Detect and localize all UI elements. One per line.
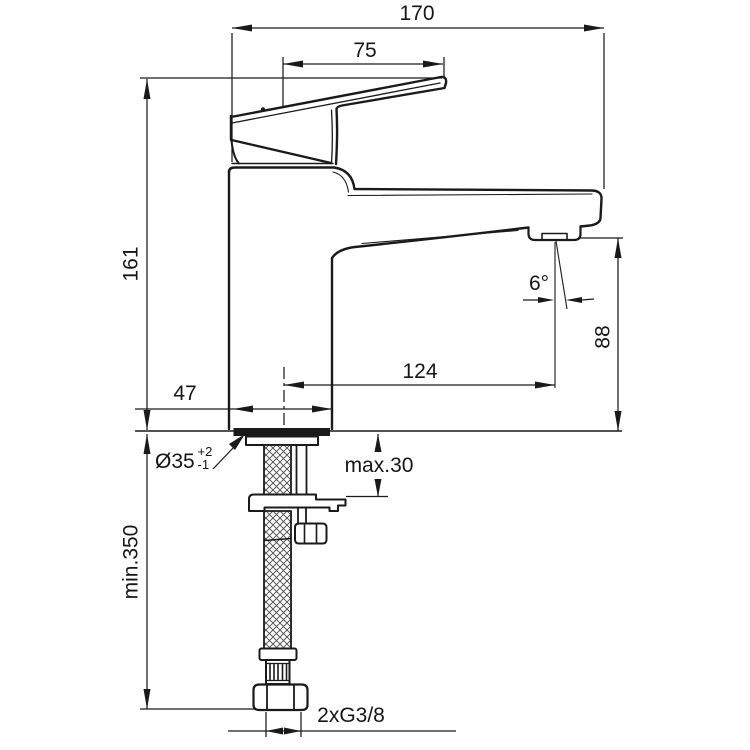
dim-170-label: 170 (399, 2, 434, 25)
braided-hose-upper (263, 444, 292, 496)
spout-aerator-outline (527, 225, 582, 242)
base-gasket (233, 428, 330, 436)
lever-outline (229, 75, 448, 166)
dim-g38-arrow-right (284, 727, 301, 735)
body-rim-lower (227, 166, 336, 174)
dim-75-arrow-right (423, 60, 443, 68)
dim-47-arrow-left (233, 405, 253, 413)
supply-stud-lower (297, 507, 307, 524)
dim-124-label: 124 (402, 360, 437, 383)
dim-75-arrow-left (283, 60, 303, 68)
dim-max30-label: max.30 (345, 454, 414, 477)
clamping-nut (294, 522, 328, 545)
dim-g38-label: 2xG3/8 (317, 704, 385, 727)
dim-170-arrow-left (232, 24, 252, 32)
hose-end-nut (252, 683, 309, 712)
dim-hole-tol-minus-label: -1 (198, 457, 210, 472)
hose-end-nut-facets (266, 684, 295, 710)
mounting-flange (248, 493, 347, 512)
dim-hole-tol-plus-label: +2 (198, 444, 213, 459)
outlet-angle-line (555, 240, 568, 310)
dim-161-arrow-top (143, 79, 151, 99)
dim-hole-leader (212, 446, 235, 470)
dimension-labels: 170 75 161 47 124 88 6° Ø35 +2 -1 max.30… (119, 2, 614, 727)
hose-break-line (263, 537, 292, 542)
spout-bottom-edge-highlight (361, 229, 519, 245)
dim-75-label: 75 (353, 39, 376, 62)
spout-top-outline (332, 166, 603, 228)
dim-124-arrow-left (284, 381, 304, 389)
clamping-nut-facets (303, 523, 318, 544)
dim-170-arrow-right (584, 24, 604, 32)
lever-top-inner-line (231, 82, 441, 124)
spout-bottom-outline (330, 226, 530, 260)
spout-top-edge-highlight (347, 193, 593, 197)
dim-124-arrow-right (535, 381, 555, 389)
crimp-sleeve-bands (266, 662, 290, 682)
spout-corner-highlight (332, 171, 350, 193)
below-deck-assembly (245, 435, 347, 712)
supply-stud-upper (295, 445, 308, 494)
dim-161-label: 161 (119, 246, 142, 281)
dim-88-label: 88 (591, 325, 614, 348)
dim-6deg-arrow-right (566, 297, 582, 303)
dimension-annotations (135, 24, 623, 737)
dim-88-arrow-bottom (614, 411, 622, 431)
dim-hole-diameter-label: Ø35 (155, 450, 195, 473)
dim-min350-label: min.350 (119, 525, 142, 600)
hose-ferrule (258, 647, 298, 661)
dim-min350-arrow-top (143, 434, 151, 454)
temperature-indicator-dot (260, 107, 266, 112)
dim-88-arrow-top (614, 238, 622, 258)
dim-hole-leader-arrow (229, 434, 245, 450)
dim-6deg-label: 6° (529, 272, 549, 295)
dim-161-arrow-bottom (143, 410, 151, 430)
braided-hose-lower (263, 510, 292, 650)
dim-max30-arrow-top (374, 434, 382, 452)
shank-collar (245, 435, 319, 446)
lever-underside-notch (230, 138, 333, 165)
dim-47-label: 47 (173, 382, 196, 405)
dim-min350-arrow-bottom (143, 689, 151, 709)
aerator-insert-lines (541, 232, 568, 241)
dim-6deg-arrow-left (538, 297, 554, 303)
lever-front-inner-line (330, 109, 333, 165)
crimp-sleeve-ribs (269, 664, 288, 680)
dim-g38-arrow-left (266, 727, 283, 735)
dim-47-arrow-right (312, 405, 332, 413)
dim-6deg-tail-right (581, 298, 595, 301)
dim-max30-arrow-bottom (374, 479, 382, 497)
